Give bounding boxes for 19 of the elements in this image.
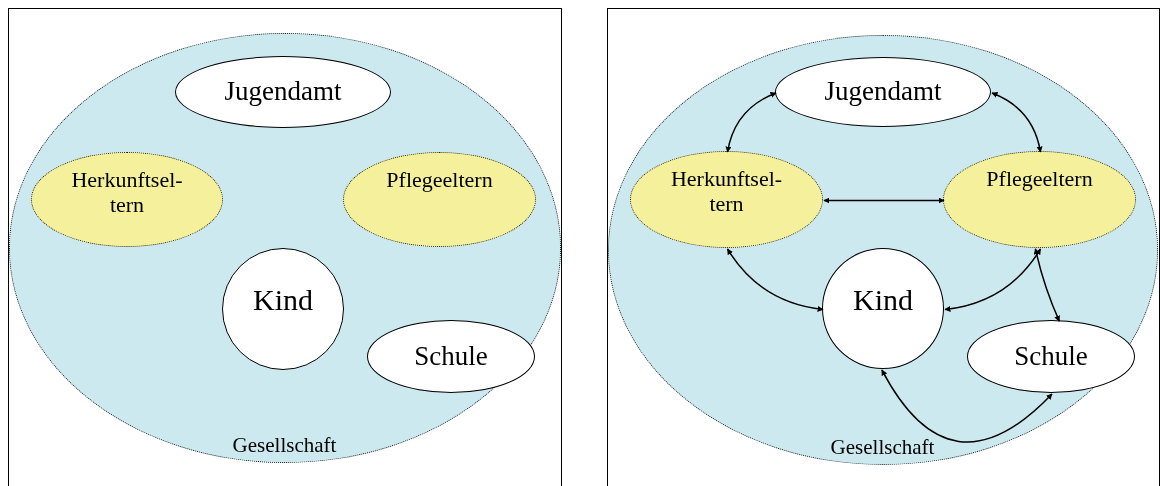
node-label: Schule [414, 340, 488, 372]
double-arrow [881, 369, 1053, 443]
double-arrow [726, 248, 824, 312]
node-label: Kind [253, 283, 313, 318]
double-arrow [944, 248, 1042, 312]
node-label: Herkunftsel- tern [669, 166, 784, 217]
node-label: Schule [1014, 340, 1088, 372]
double-arrow [725, 92, 777, 153]
double-arrow [823, 197, 945, 204]
double-arrow [1033, 248, 1061, 322]
node-label: Jugendamt [824, 76, 942, 108]
node-label: Pflegeeltern [386, 167, 493, 193]
node-label: Pflegeeltern [986, 166, 1093, 192]
node-label: Kind [853, 283, 913, 318]
node-label: Jugendamt [224, 76, 342, 108]
node-label: Herkunftsel- tern [70, 167, 184, 218]
group-label: Gesellschaft [232, 433, 337, 458]
double-arrow [991, 92, 1043, 153]
group-label: Gesellschaft [830, 435, 935, 460]
